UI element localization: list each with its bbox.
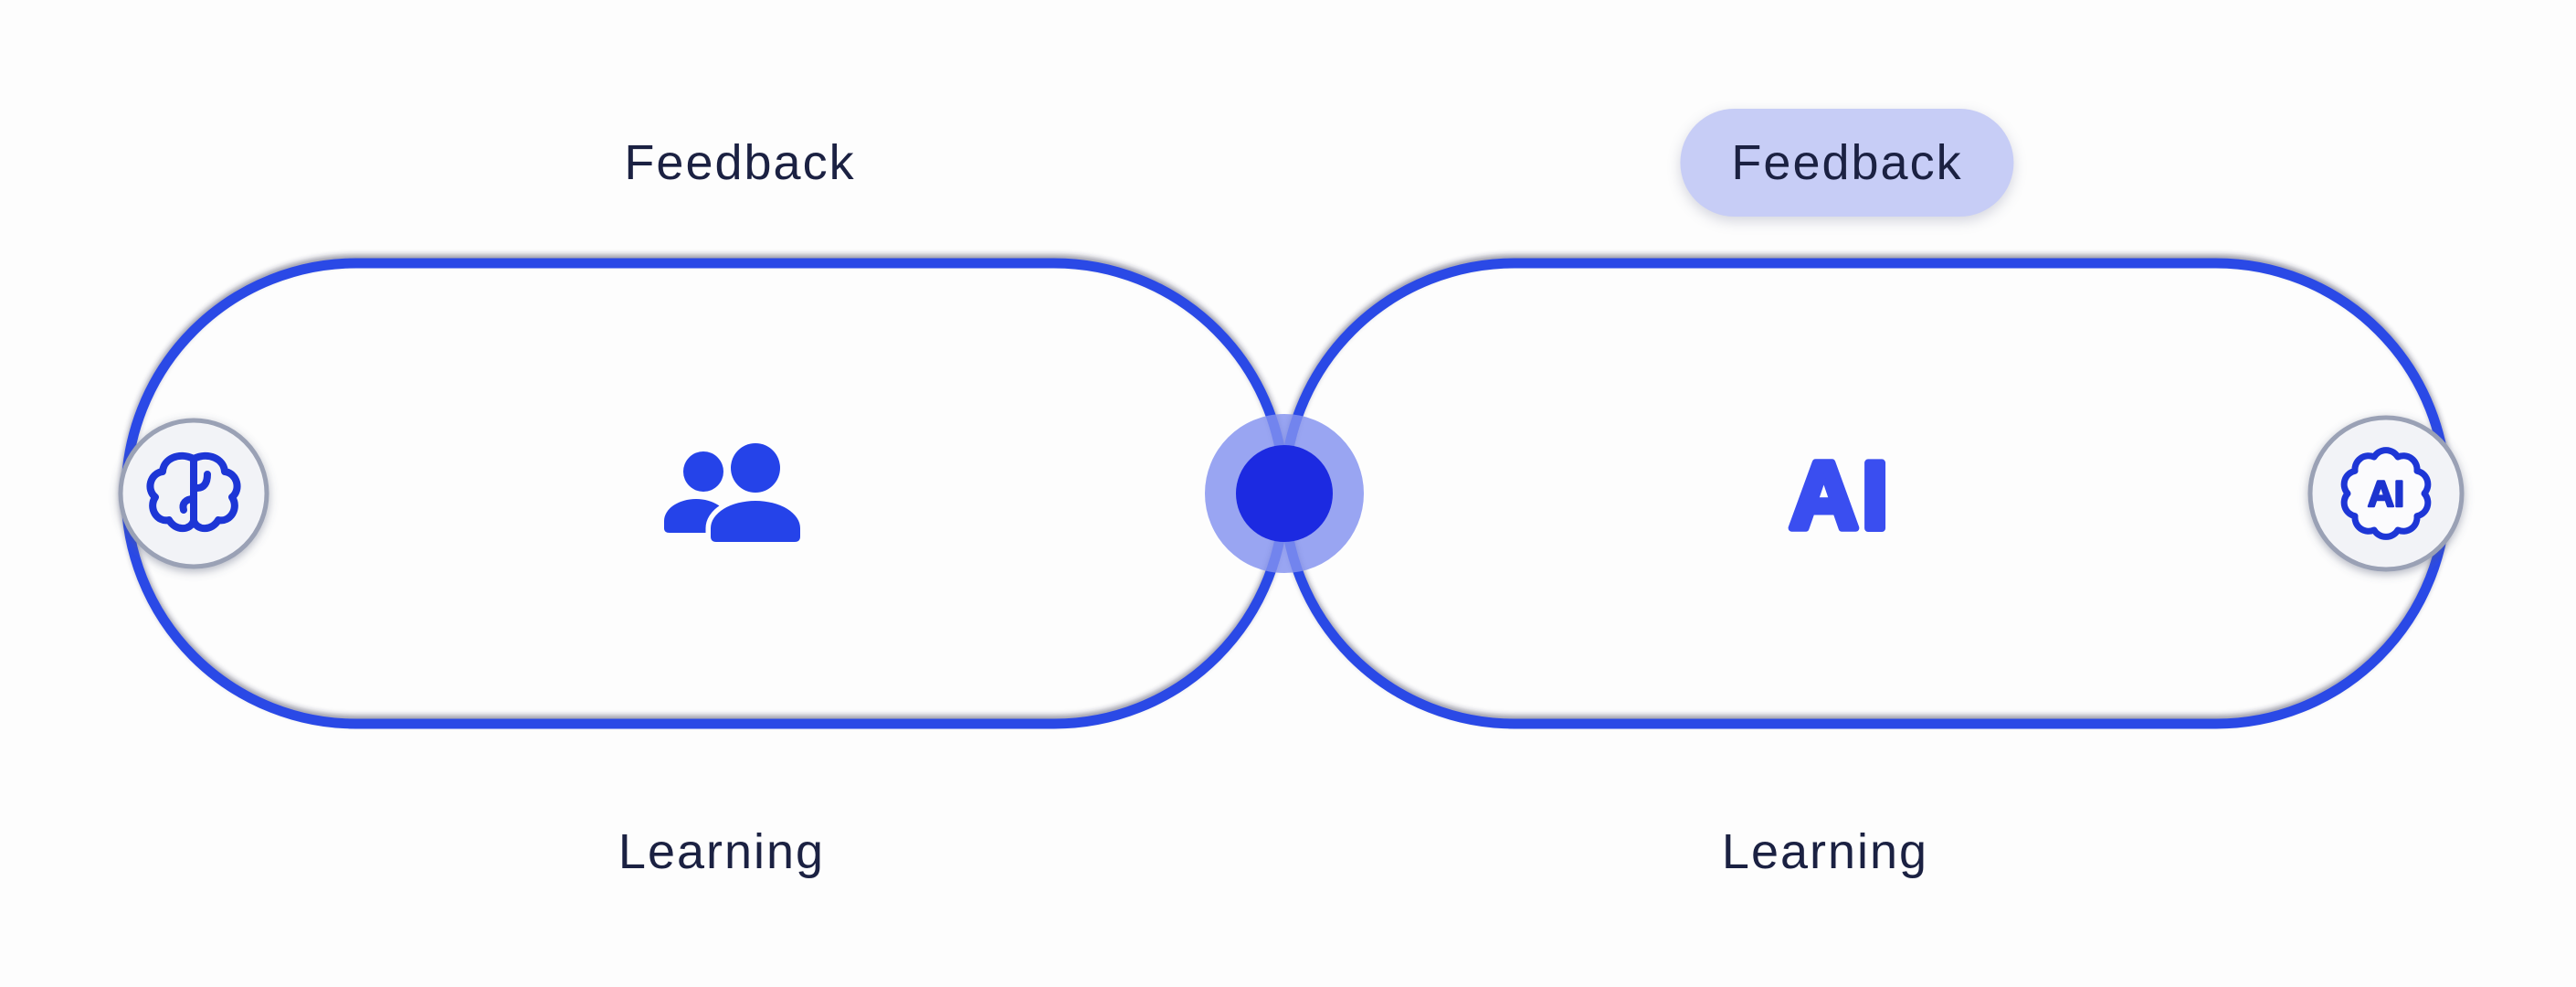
ai-center-label: AI bbox=[1789, 443, 1892, 549]
right-loop-top-label-pill: Feedback bbox=[1680, 109, 2014, 217]
brain-icon bbox=[118, 418, 269, 569]
connector-dot-core bbox=[1236, 445, 1333, 542]
left-loop-outline bbox=[121, 258, 1290, 729]
people-icon bbox=[664, 438, 806, 547]
connector-dot bbox=[1205, 414, 1364, 573]
left-loop-top-label: Feedback bbox=[624, 135, 856, 190]
left-loop-bottom-label: Learning bbox=[618, 824, 826, 879]
ai-badge-label: AI bbox=[2368, 474, 2404, 515]
ai-badge-seal bbox=[2340, 447, 2432, 540]
right-loop-bottom-label: Learning bbox=[1721, 824, 1929, 879]
ai-badge-icon: AI bbox=[2307, 415, 2465, 572]
